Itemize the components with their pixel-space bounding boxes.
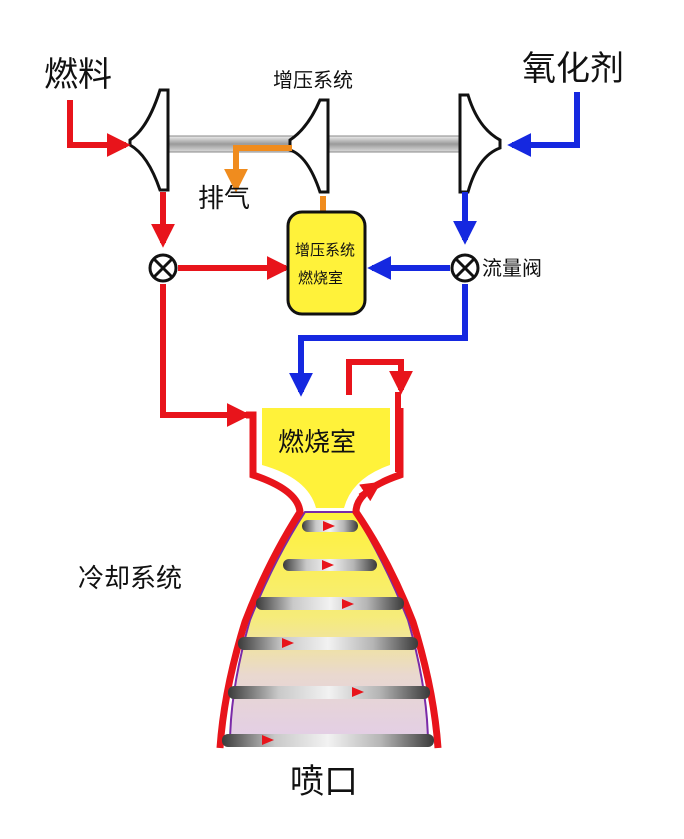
oxidizer-pump-icon: [458, 93, 502, 194]
combustion-chamber-box: [262, 408, 390, 508]
cooling-jacket-left: [216, 411, 304, 749]
flow-arrow: [342, 599, 354, 609]
fuel-valve-icon: [148, 253, 178, 283]
flow-arrow: [352, 687, 364, 697]
cooling-ring: [238, 637, 418, 650]
fuel-to-chamber-line: [160, 284, 251, 427]
cooling-system-label: 冷却系统: [78, 564, 183, 594]
exhaust-line: [224, 145, 292, 193]
flow-arrow: [262, 735, 274, 745]
flow-arrow: [322, 560, 334, 570]
cooling-return-arrow: [358, 481, 382, 502]
oxidizer-label: 氧化剂: [522, 49, 624, 89]
nozzle-body: [228, 511, 430, 746]
pressurization-turbine-icon: [288, 98, 330, 194]
exhaust-label: 排气: [198, 184, 251, 214]
nozzle-label: 喷口: [290, 762, 358, 802]
flow-arrow: [323, 521, 335, 531]
flow-arrow: [282, 638, 294, 648]
fuel-label: 燃料: [44, 55, 112, 95]
gas-generator-label-line1: 增压系统: [295, 241, 356, 259]
gas-generator-box: [286, 210, 367, 316]
oxidizer-valve-icon: [450, 253, 480, 283]
combustion-chamber-label: 燃烧室: [278, 428, 357, 458]
fuel-pump-icon: [128, 88, 170, 192]
gas-generator-label-line2: 燃烧室: [298, 269, 344, 287]
cooling-ring: [256, 597, 404, 610]
cooling-return-line: [346, 359, 413, 395]
fuel-inlet-line: [67, 100, 131, 157]
oxidizer-to-chamber-line: [289, 284, 468, 397]
cooling-ring: [228, 686, 430, 699]
cooling-ring: [222, 734, 434, 747]
pressurization-system-label: 增压系统: [273, 68, 353, 92]
oxidizer-inlet-line: [507, 92, 580, 157]
flow-valve-label: 流量阀: [482, 256, 542, 280]
